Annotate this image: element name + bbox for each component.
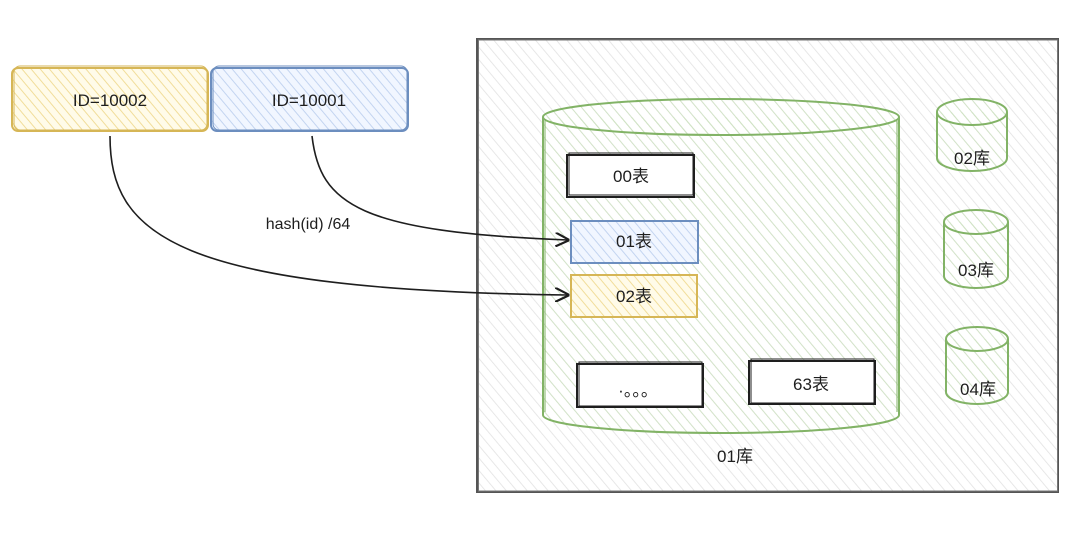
id-label-10002: ID=10002: [73, 91, 147, 110]
table-00: 00表: [566, 152, 695, 198]
id-box-10002: ID=10002: [11, 65, 209, 132]
table-ellipsis-label: ·。。。: [618, 381, 658, 400]
database-04-label: 04库: [960, 380, 996, 399]
database-03-label: 03库: [958, 261, 994, 280]
arrow-10001-to-01: [311, 135, 568, 240]
id-box-10001: ID=10001: [210, 65, 409, 132]
table-02-label: 02表: [616, 287, 652, 306]
database-02-cylinder: [936, 98, 1008, 172]
table-01: 01表: [570, 220, 699, 264]
id-label-10001: ID=10001: [272, 91, 346, 110]
table-01-label: 01表: [616, 232, 652, 251]
table-63-label: 63表: [793, 375, 829, 394]
hash-label: hash(id) /64: [266, 216, 351, 233]
arrow-10002-to-02: [109, 135, 568, 295]
database-04-cylinder: [945, 326, 1009, 405]
table-ellipsis: ·。。。: [576, 361, 704, 408]
table-63: 63表: [748, 358, 876, 405]
database-03-cylinder: [943, 209, 1009, 289]
table-00-label: 00表: [613, 167, 649, 186]
table-02: 02表: [570, 274, 698, 318]
database-01-label: 01库: [717, 447, 753, 466]
database-02-label: 02库: [954, 149, 990, 168]
